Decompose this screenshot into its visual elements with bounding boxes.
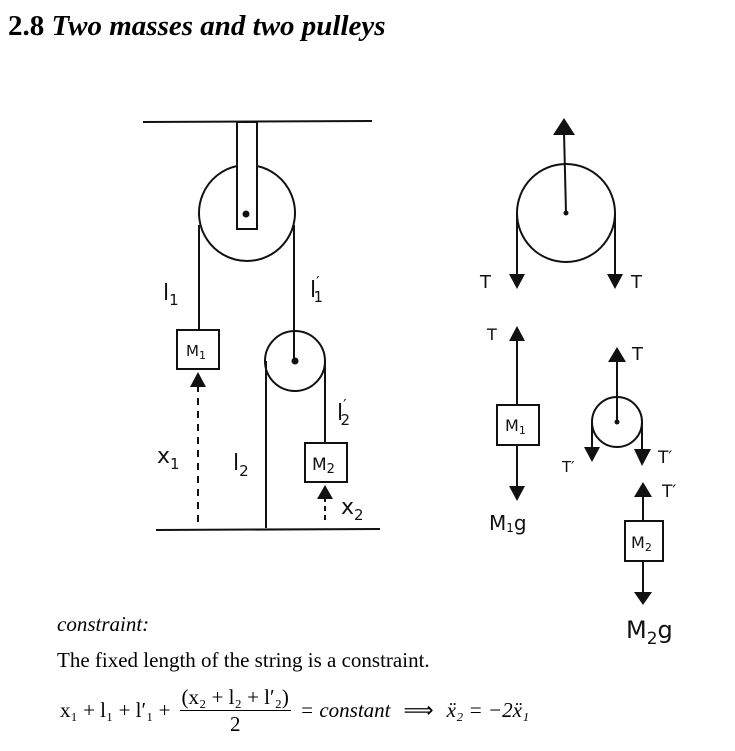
lower-pulley-axle [291, 357, 299, 365]
mass-m2-box [304, 442, 348, 483]
fbd-lower-pulley-left-arrow-icon [584, 447, 600, 462]
x1-arrowhead [190, 372, 206, 387]
fbd-m2-label: M2 [631, 533, 652, 554]
label-l2-prime: l′2 [337, 396, 350, 429]
fbd-m1-up-force: T [486, 325, 497, 344]
fbd-m2-down-arrow-icon [634, 592, 652, 605]
fbd-m1-weight: M1g [489, 511, 527, 535]
fbd-lower-pulley-up-arrow-icon [608, 347, 626, 362]
label-m1: M1 [186, 342, 206, 362]
fbd-m1-up-arrow-icon [509, 326, 525, 341]
label-l2: l2 [233, 451, 249, 480]
label-l1: l1 [163, 281, 179, 309]
fbd-m1-box [496, 404, 540, 446]
fbd-lower-pulley-up-force: T [631, 344, 644, 365]
constraint-sentence: The fixed length of the string is a cons… [57, 648, 430, 672]
fbd-m1-down-arrow-icon [509, 486, 525, 501]
fbd-top-pulley-right-arrow-icon [607, 274, 623, 289]
constraint-label: constraint: [57, 612, 150, 636]
top-pulley [198, 165, 296, 262]
equation-lhs: x₁ + l₁ + l′₁ + [60, 698, 171, 722]
fbd-top-pulley-up-line [563, 131, 567, 214]
pulley-bracket [236, 121, 258, 230]
fbd-top-pulley-up-arrow-icon [553, 118, 575, 135]
equation-numerator: (x₂ + l₂ + l′₂) [179, 685, 291, 711]
label-x1: x1 [157, 444, 180, 473]
fbd-m2-weight: M2g [626, 616, 673, 649]
fbd-top-pulley-left-force: T [479, 272, 492, 293]
section-title-text: Two masses and two pulleys [51, 10, 386, 42]
fbd-top-pulley-right-force: T [630, 272, 643, 293]
equation-equals-constant: = constant [299, 698, 391, 722]
fbd-top-pulley-left-arrow-icon [509, 274, 525, 289]
label-m2: M2 [312, 455, 335, 477]
constraint-equation: x₁ + l₁ + l′₁ + (x₂ + l₂ + l′₂) 2 = cons… [57, 684, 532, 737]
section-title: 2.8 Two masses and two pulleys [8, 10, 386, 43]
mass-m1-box [176, 329, 220, 370]
fbd-lower-pulley-left-force: T′ [561, 458, 575, 476]
fbd-lower-pulley-right-arrow-icon [634, 449, 651, 466]
fbd-m2-up-arrow-icon [634, 482, 652, 497]
fbd-m1-label: M1 [505, 416, 526, 437]
equation-result: ẍ₂ = −2ẍ₁ [446, 698, 530, 722]
floor-line [155, 528, 381, 531]
fbd-m2-up-force: T′ [661, 482, 676, 502]
equation-fraction: (x₂ + l₂ + l′₂) 2 [179, 684, 291, 737]
equation-implies: ⟹ [403, 698, 434, 722]
fbd-top-pulley-axle [563, 210, 569, 216]
fbd-lower-pulley-right-force: T′ [657, 448, 672, 468]
top-pulley-axle [242, 210, 250, 218]
equation-denominator: 2 [229, 712, 241, 736]
fbd-m2-box [624, 520, 664, 562]
label-x2: x2 [341, 495, 364, 524]
fbd-lower-pulley-axle [614, 419, 620, 425]
section-number: 2.8 [8, 10, 45, 42]
label-l1-prime: l′1 [310, 273, 323, 306]
x2-arrowhead [317, 485, 333, 499]
